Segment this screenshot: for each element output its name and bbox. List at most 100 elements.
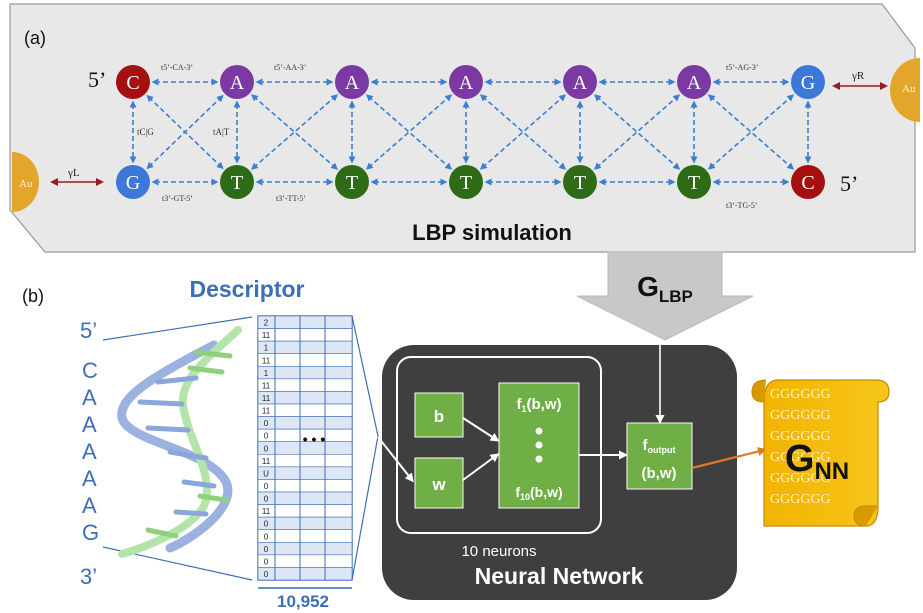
top-base-0-letter: C xyxy=(126,72,139,94)
bottom-base-2-letter: T xyxy=(346,172,358,194)
bottom-base-4-letter: T xyxy=(574,172,586,194)
gamma-right-label: γR xyxy=(851,70,865,82)
sequence-letter-4: A xyxy=(82,466,97,491)
bottom-strand-5prime: 5’ xyxy=(840,171,858,196)
hop-arrow-diag-up-0 xyxy=(146,94,224,170)
descriptor-row-4 xyxy=(257,365,353,380)
descriptor-row-17 xyxy=(257,529,353,543)
top-base-5-circle xyxy=(677,65,711,99)
neural-network-title: Neural Network xyxy=(475,563,644,589)
scroll-text-line-1: GGGGGG xyxy=(770,408,831,423)
hidden-ellipsis-dot-1 xyxy=(535,427,543,435)
hidden-f10-label: f10(b,w) xyxy=(515,484,562,502)
descriptor-row-19 xyxy=(257,554,353,568)
funnel-to-w-arrow xyxy=(377,436,414,483)
descriptor-row-5 xyxy=(257,378,353,392)
descriptor-value-7: 11 xyxy=(262,407,271,416)
descriptor-row-18 xyxy=(257,541,353,556)
scroll-text-line-0: GGGGGG xyxy=(770,387,831,402)
sequence-letter-1: A xyxy=(82,385,97,410)
left-au-label: Au xyxy=(19,178,33,190)
descriptor-value-13: 0 xyxy=(264,482,269,491)
w-to-hidden-arrow xyxy=(462,453,500,481)
bottom-base-2-circle xyxy=(335,165,369,199)
top-base-2-circle xyxy=(335,65,369,99)
descriptor-value-18: 0 xyxy=(264,545,269,554)
bottom-base-1-circle xyxy=(220,165,254,199)
descriptor-value-9: 0 xyxy=(264,432,269,441)
descriptor-value-19: 0 xyxy=(264,557,269,566)
hidden-ellipsis-dot-3 xyxy=(535,455,543,463)
top-base-4-letter: A xyxy=(573,72,588,94)
hopping-arrows xyxy=(129,78,812,186)
descriptor-row-15 xyxy=(257,504,353,518)
right-au-label: Au xyxy=(902,83,916,95)
sequence-5prime: 5’ xyxy=(80,318,97,343)
top-base-1-letter: A xyxy=(230,72,245,94)
descriptor-row-13 xyxy=(257,479,353,493)
neurons-count-label: 10 neurons xyxy=(461,543,536,560)
hop-label-top-ca: t5’-CA-3’ xyxy=(161,63,193,72)
sequence-letter-0: C xyxy=(82,358,98,383)
bottom-base-4-circle xyxy=(563,165,597,199)
hop-label-pair-cg: tC|G xyxy=(137,127,154,137)
hop-label-bot-tg: t3’-TG-5’ xyxy=(726,201,758,210)
gnn-label: GNN xyxy=(785,438,849,485)
bottom-base-5-circle xyxy=(677,165,711,199)
descriptor-connector-top xyxy=(102,316,253,341)
sequence-letter-5: A xyxy=(82,493,97,518)
bottom-base-6-circle xyxy=(791,165,825,199)
descriptor-funnel xyxy=(351,315,379,581)
top-base-2-letter: A xyxy=(345,72,360,94)
hop-label-bot-tt: t3’-TT-5’ xyxy=(276,194,306,203)
descriptor-value-3: 11 xyxy=(262,356,271,365)
hop-arrow-diag-up-5 xyxy=(707,94,795,170)
descriptor-row-8 xyxy=(257,416,353,430)
lbp-simulation-title: LBP simulation xyxy=(412,220,572,245)
descriptor-value-16: 0 xyxy=(264,520,269,529)
bottom-base-1-letter: T xyxy=(231,172,243,194)
descriptor-value-14: 0 xyxy=(264,495,269,504)
descriptor-row-6 xyxy=(257,391,353,405)
sequence-3prime: 3’ xyxy=(80,564,97,589)
hop-arrow-diag-up-4 xyxy=(593,94,681,170)
top-base-5-letter: A xyxy=(687,72,702,94)
bottom-base-0-letter: G xyxy=(126,172,140,194)
hop-label-top-ag: t5’-AG-3’ xyxy=(726,63,758,72)
b-to-hidden-arrow xyxy=(462,417,500,442)
descriptor-value-17: 0 xyxy=(264,532,269,541)
descriptor-value-0: 2 xyxy=(264,319,269,328)
bottom-base-0-circle xyxy=(116,165,150,199)
descriptor-value-6: 11 xyxy=(262,394,271,403)
input-b-node xyxy=(414,392,464,438)
hop-arrow-diag-up-1 xyxy=(250,94,339,170)
panel-a-label: (a) xyxy=(24,28,46,48)
descriptor-row-14 xyxy=(257,491,353,505)
gamma-left-label: γL xyxy=(67,167,80,179)
sequence-letter-6: G xyxy=(82,520,99,545)
top-base-3-letter: A xyxy=(459,72,474,94)
scroll-text-line-2: GGGGGG xyxy=(770,429,831,444)
descriptor-title: Descriptor xyxy=(189,276,304,302)
hop-label-top-aa: t5’-AA-3’ xyxy=(274,63,306,72)
descriptor-row-12 xyxy=(257,466,353,480)
descriptor-value-15: 11 xyxy=(262,507,271,516)
top-base-6-letter: G xyxy=(801,72,815,94)
descriptor-value-11: 11 xyxy=(262,457,271,466)
scroll-text-line-5: GGGGGG xyxy=(770,492,831,507)
bottom-base-6-letter: C xyxy=(801,172,814,194)
descriptor-value-4: 1 xyxy=(264,369,269,378)
top-base-6-circle xyxy=(791,65,825,99)
hop-label-bot-gt: t3’-GT-5’ xyxy=(162,194,193,203)
left-au-electrode xyxy=(12,152,39,212)
descriptor-value-1: 11 xyxy=(262,331,271,340)
neurons-group-box xyxy=(396,356,602,534)
descriptor-value-12: U xyxy=(263,469,269,478)
descriptor-row-11 xyxy=(257,453,353,468)
top-base-3-circle xyxy=(449,65,483,99)
descriptor-row-0 xyxy=(257,315,353,329)
descriptor-ellipsis: • • • xyxy=(303,431,326,447)
